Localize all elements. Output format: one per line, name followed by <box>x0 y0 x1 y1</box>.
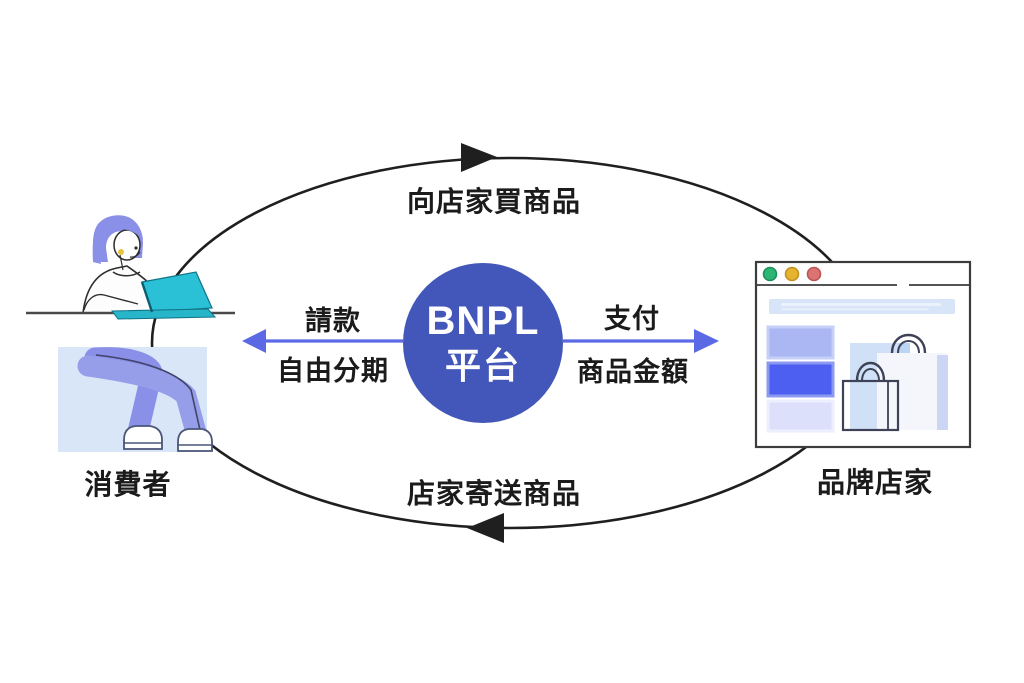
large-bag-handle-inner <box>897 340 920 354</box>
consumer-label: 消費者 <box>84 469 172 500</box>
left-flow-label-line1: 請款 <box>305 306 361 336</box>
top-arrowhead-icon <box>461 143 497 172</box>
product-card-1 <box>766 325 835 360</box>
right-flow-label-line1: 支付 <box>604 304 660 334</box>
consumer-illustration <box>26 215 235 452</box>
billing-arrow <box>242 329 403 353</box>
figure-leg-outline <box>95 354 201 431</box>
figure-smile <box>129 251 141 258</box>
laptop-base <box>111 308 217 320</box>
payment-arrow <box>563 329 719 353</box>
laptop-hinge <box>140 281 154 313</box>
figure-eye <box>134 246 138 250</box>
merchant-browser-illustration <box>754 260 972 449</box>
banner-bar <box>769 299 955 314</box>
left-flow-label-line2: 自由分期 <box>277 356 389 386</box>
figure-collar-line <box>112 271 141 277</box>
small-bag-handle-inner <box>861 368 880 382</box>
banner-line-1 <box>781 303 941 306</box>
bottom-arrowhead-icon <box>467 513 504 543</box>
figure-leg-front <box>77 355 208 447</box>
figure-hair-front <box>92 215 143 264</box>
product-card-3 <box>766 399 835 433</box>
platform-name-line2: 平台 <box>444 345 521 387</box>
shoe-icons <box>123 425 213 452</box>
left-shoe-icon <box>123 425 163 450</box>
browser-dot-red-icon <box>806 266 822 282</box>
platform-node: BNPL 平台 <box>403 263 563 423</box>
small-bag-handle-outer <box>855 362 886 382</box>
right-arrowhead-icon <box>694 329 719 353</box>
product-card-2 <box>766 361 835 398</box>
top-flow-label: 向店家買商品 <box>406 186 582 217</box>
figure-neck-line <box>119 254 124 271</box>
large-bag-handle-outer <box>890 334 927 354</box>
browser-dot-green-icon <box>762 266 778 282</box>
right-shoe-icon <box>177 428 213 452</box>
platform-name-line1: BNPL <box>426 299 540 344</box>
browser-dot-yellow-icon <box>784 266 800 282</box>
laptop-screen <box>141 271 213 313</box>
left-arrowhead-icon <box>242 329 266 353</box>
shopping-bag-small-icon <box>841 362 900 432</box>
right-flow-label-line2: 商品金額 <box>577 357 689 387</box>
large-bag-shadow <box>937 355 948 430</box>
merchant-label: 品牌店家 <box>816 467 934 498</box>
small-bag-outline <box>841 379 900 432</box>
laptop-icon <box>111 271 217 320</box>
figure-arm-line <box>83 293 139 311</box>
earring-icon <box>118 249 124 255</box>
bottom-flow-label: 店家寄送商品 <box>406 478 582 509</box>
banner-line-2 <box>781 308 929 311</box>
